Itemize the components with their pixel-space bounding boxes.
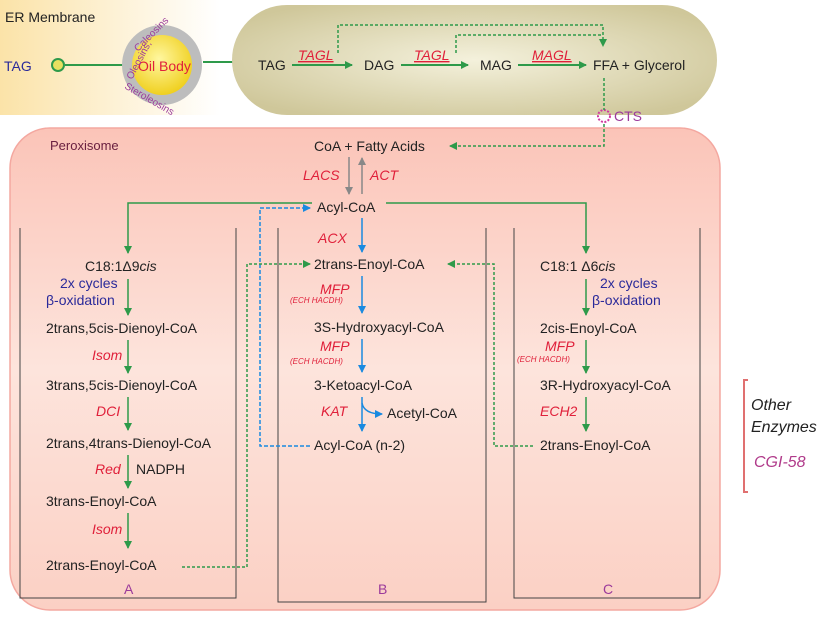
lipolysis-capsule (232, 5, 717, 115)
a-boxidation-label: β-oxidation (46, 292, 115, 308)
cgi58-enzyme: CGI-58 (754, 454, 806, 471)
b-mfp-sub-1: (ECH HACDH) (290, 296, 343, 305)
dashed-cts-to-coa (449, 124, 605, 150)
c-trans-enoyl-node: 2trans-Enoyl-CoA (540, 437, 651, 453)
arrow-acylcoa-to-a (124, 202, 312, 254)
dashed-path-dag-glycerol (455, 34, 603, 53)
column-c-box (513, 228, 701, 599)
c-mfp-enzyme: MFP (545, 338, 575, 354)
other-enzymes-title-2: Enzymes (751, 419, 817, 436)
c-ech2-enzyme: ECH2 (540, 403, 578, 419)
dag-node: DAG (364, 57, 394, 73)
a-nadph-label: NADPH (136, 461, 185, 477)
dashed-b-recycle (259, 204, 311, 447)
ffa-glycerol-node: FFA + Glycerol (593, 57, 685, 73)
coa-fatty-acids-node: CoA + Fatty Acids (314, 138, 425, 154)
c-mfp-sub: (ECH HACDH) (517, 355, 570, 364)
b-ketoacyl-node: 3-Ketoacyl-CoA (314, 377, 413, 393)
tagl-enzyme-1: TAGL (298, 47, 334, 63)
a-isom-enzyme-1: Isom (92, 347, 123, 363)
oil-body-label: Oil Body (138, 58, 191, 74)
a-isom-enzyme-2: Isom (92, 521, 123, 537)
c-hydroxyacyl-node: 3R-Hydroxyacyl-CoA (540, 377, 671, 393)
a-cycles-label: 2x cycles (60, 275, 118, 291)
b-mfp-sub-2: (ECH HACDH) (290, 357, 343, 366)
acyl-coa-node: Acyl-CoA (317, 199, 376, 215)
tag-left-label: TAG (4, 58, 32, 74)
a-red-enzyme: Red (95, 461, 122, 477)
column-b-label: B (378, 581, 387, 597)
other-enzymes-bracket (743, 379, 748, 493)
cts-transporter-icon (597, 109, 611, 123)
b-acx-enzyme: ACX (317, 230, 347, 246)
tag-droplet (51, 58, 65, 72)
b-acetyl-coa-node: Acetyl-CoA (387, 405, 458, 421)
er-membrane-label: ER Membrane (5, 9, 95, 25)
b-mfp-enzyme-1: MFP (320, 281, 350, 297)
c-boxidation-label: β-oxidation (592, 292, 661, 308)
dashed-path-tag-glycerol (337, 24, 607, 53)
c-cycles-label: 2x cycles (600, 275, 658, 291)
b-acyl-coa-n2-node: Acyl-CoA (n-2) (314, 437, 405, 453)
column-b-box (277, 228, 487, 603)
a-enoyl-3trans: 3trans-Enoyl-CoA (46, 493, 157, 509)
c-cis-enoyl-node: 2cis-Enoyl-CoA (540, 320, 637, 336)
a-dienoyl-1: 2trans,5cis-Dienoyl-CoA (46, 320, 198, 336)
column-a-box (19, 228, 237, 599)
b-hydroxyacyl-node: 3S-Hydroxyacyl-CoA (314, 319, 445, 335)
lacs-enzyme: LACS (303, 167, 340, 183)
cts-label: CTS (614, 108, 642, 124)
oil-body (132, 35, 192, 95)
a-dienoyl-2: 3trans,5cis-Dienoyl-CoA (46, 377, 198, 393)
column-a-label: A (124, 581, 134, 597)
arrow-b-acetyl (361, 402, 383, 418)
act-enzyme: ACT (369, 167, 399, 183)
a-enoyl-2trans: 2trans-Enoyl-CoA (46, 557, 157, 573)
column-c-label: C (603, 581, 613, 597)
tagl-enzyme-2: TAGL (414, 47, 450, 63)
c-c18-node: C18:1 Δ6cis (540, 258, 616, 274)
b-enoyl-node: 2trans-Enoyl-CoA (314, 256, 425, 272)
tag-node: TAG (258, 57, 286, 73)
dashed-a-to-b (182, 260, 311, 568)
a-dienoyl-3: 2trans,4trans-Dienoyl-CoA (46, 435, 212, 451)
dashed-c-to-b (447, 260, 533, 447)
peroxisome-label: Peroxisome (50, 138, 119, 153)
mag-node: MAG (480, 57, 512, 73)
arrow-acylcoa-to-c (386, 202, 590, 254)
other-enzymes-title-1: Other (751, 397, 792, 414)
b-mfp-enzyme-2: MFP (320, 338, 350, 354)
a-dci-enzyme: DCI (96, 403, 120, 419)
magl-enzyme: MAGL (532, 47, 572, 63)
a-c18-node: C18:1Δ9cis (85, 258, 157, 274)
b-kat-enzyme: KAT (321, 403, 349, 419)
